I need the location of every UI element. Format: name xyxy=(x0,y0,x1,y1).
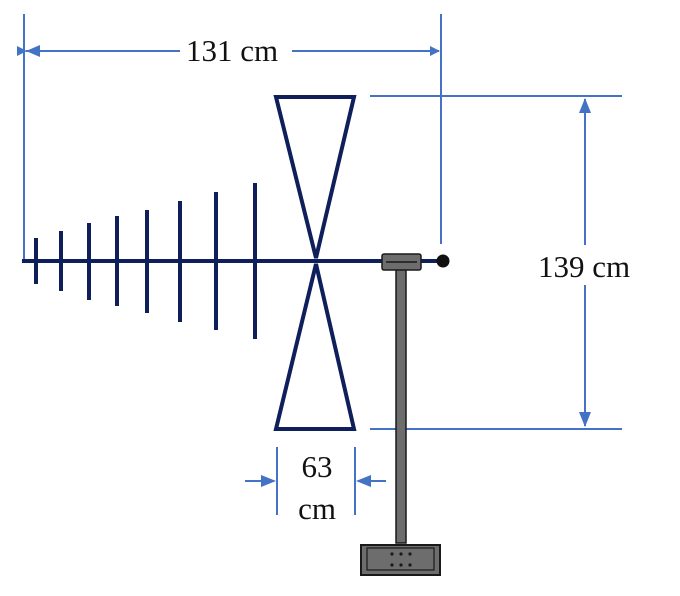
bowtie-lower-triangle xyxy=(273,263,357,431)
depth-label: 63 cm xyxy=(289,446,345,530)
dimension-lines xyxy=(23,14,622,515)
overall-height-label: 139 cm xyxy=(538,249,631,284)
overall-length-label: 131 cm xyxy=(183,35,282,66)
log-periodic-antenna xyxy=(22,183,442,339)
bowtie-element xyxy=(273,95,357,431)
depth-value: 63 xyxy=(301,449,333,484)
bowtie-upper-triangle xyxy=(273,95,357,259)
depth-unit: cm xyxy=(298,491,336,526)
mast-pole xyxy=(395,267,407,544)
depth-dimension-arrows xyxy=(245,475,386,487)
width-dimension-arrow xyxy=(17,45,440,57)
antenna-mast xyxy=(360,253,441,576)
feed-point xyxy=(436,254,450,268)
height-dimension-arrow xyxy=(579,98,591,427)
